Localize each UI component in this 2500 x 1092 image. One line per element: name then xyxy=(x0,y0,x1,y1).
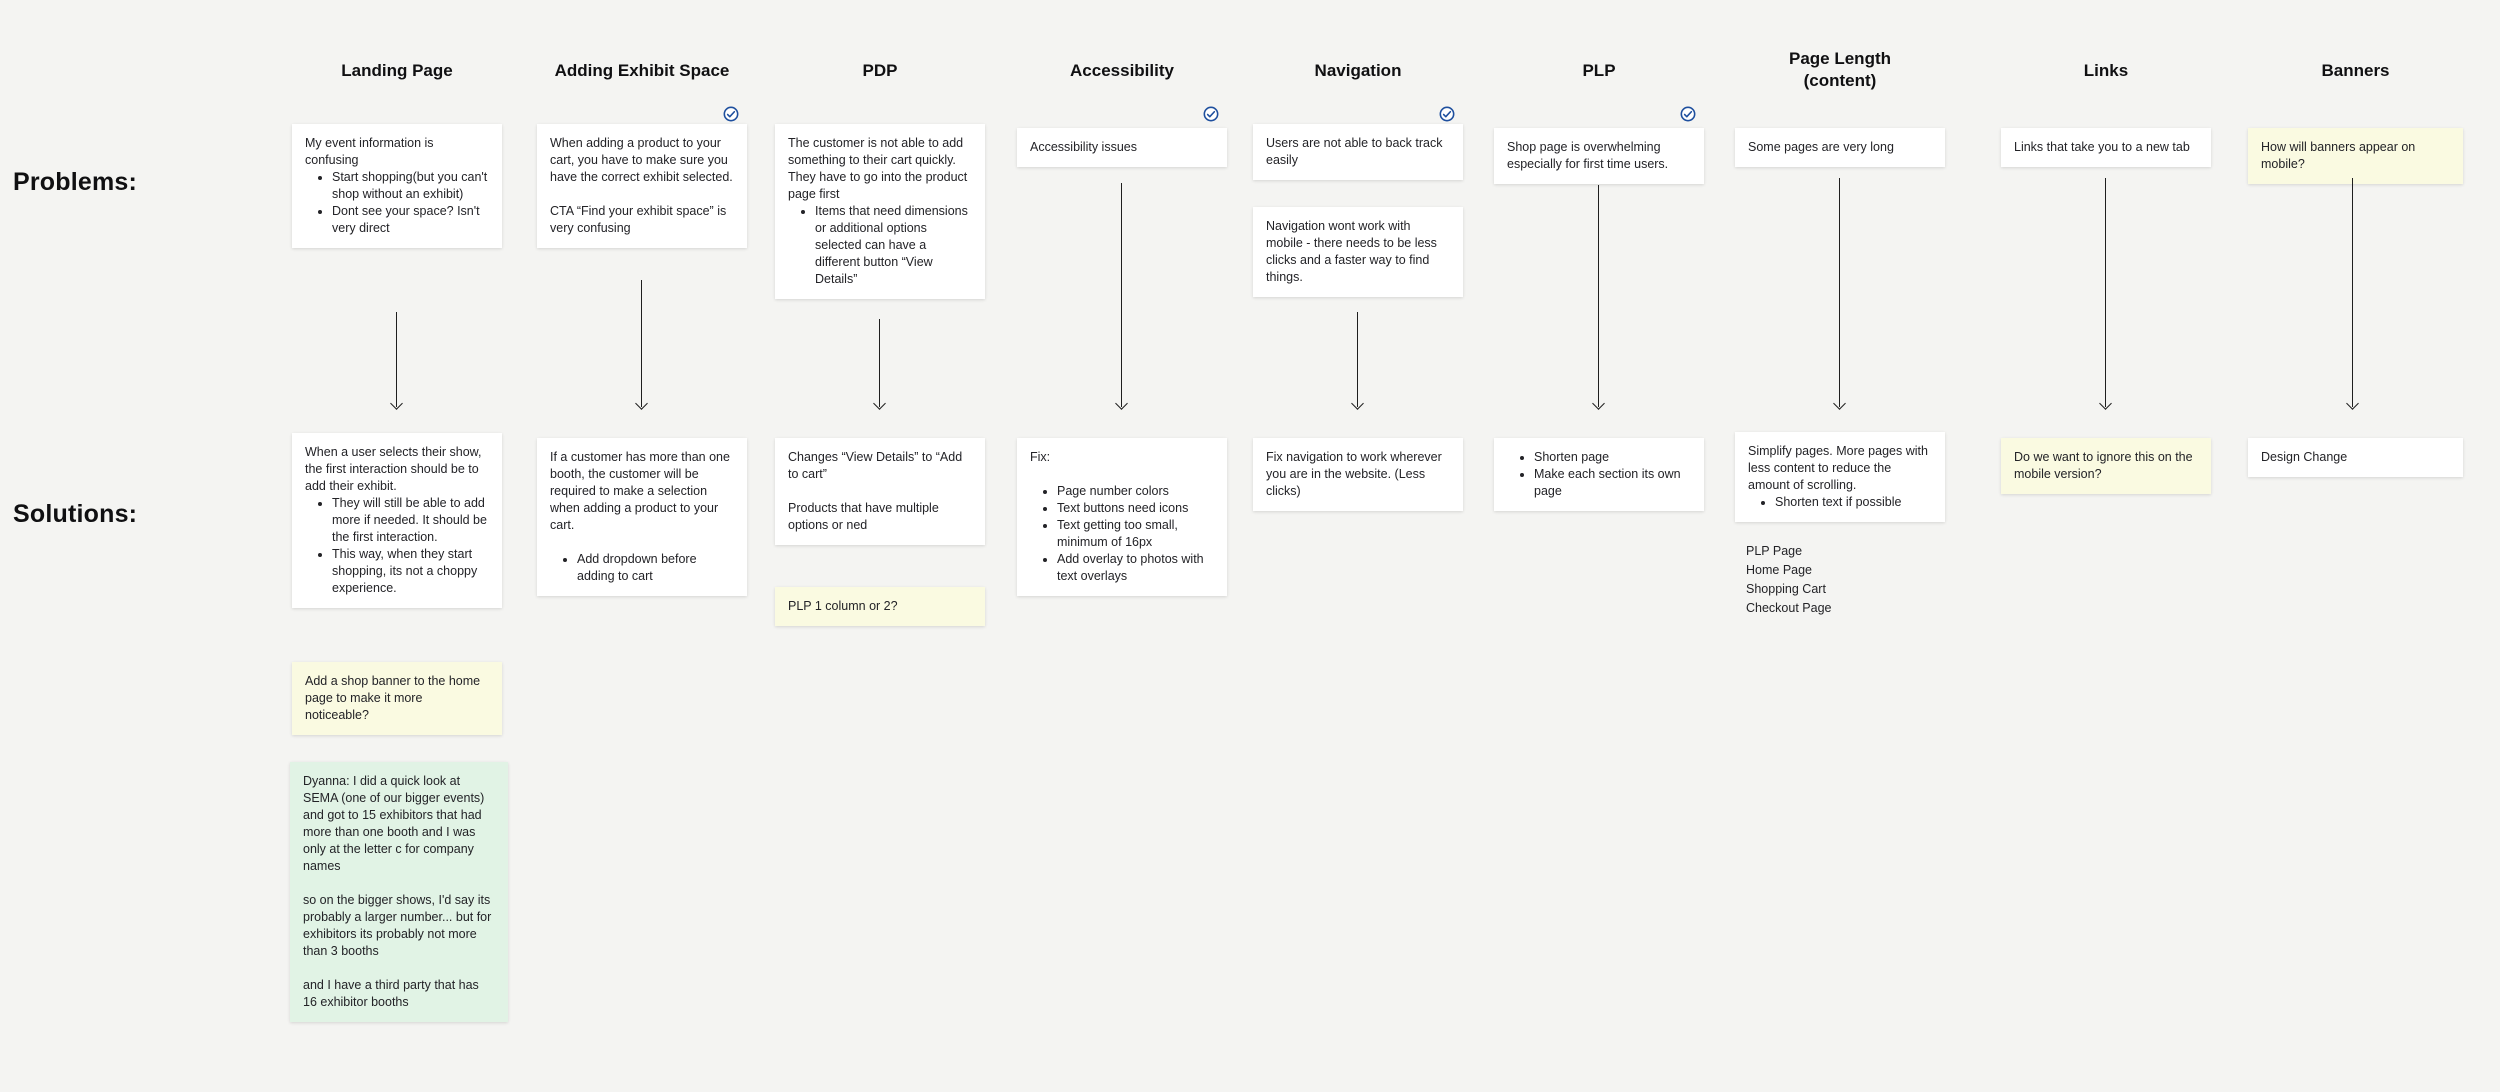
sticky-note-pdp-question[interactable]: PLP 1 column or 2? xyxy=(775,587,985,626)
check-circle-icon[interactable] xyxy=(1203,106,1219,122)
column-title-links: Links xyxy=(2083,61,2129,80)
sticky-note-banners-solution[interactable]: Design Change xyxy=(2248,438,2463,477)
column-title-banners: Banners xyxy=(2321,61,2390,80)
note-text: When adding a product to your cart, you … xyxy=(550,136,733,184)
note-text: PLP 1 column or 2? xyxy=(788,599,898,613)
note-text: Changes “View Details” to “Add to cart” xyxy=(788,450,963,481)
note-text: Do we want to ignore this on the mobile … xyxy=(2014,450,2193,481)
note-bullet: Items that need dimensions or additional… xyxy=(815,203,972,288)
note-text: Accessibility issues xyxy=(1030,140,1137,154)
page-list-item: Home Page xyxy=(1746,563,1813,577)
arrow-down[interactable] xyxy=(1598,185,1599,407)
note-text: Some pages are very long xyxy=(1748,140,1894,154)
sticky-note-navigation-solution[interactable]: Fix navigation to work wherever you are … xyxy=(1253,438,1463,511)
note-text: Dyanna: I did a quick look at SEMA (one … xyxy=(303,774,485,873)
note-text: Products that have multiple options or n… xyxy=(788,501,939,532)
note-text: Add a shop banner to the home page to ma… xyxy=(305,674,481,722)
note-bullet: This way, when they start shopping, its … xyxy=(332,546,489,597)
sticky-note-page-length-solution[interactable]: Simplify pages. More pages with less con… xyxy=(1735,432,1945,522)
note-bullet: Text getting too small, minimum of 16px xyxy=(1057,517,1214,551)
sticky-note-landing-problem[interactable]: My event information is confusing Start … xyxy=(292,124,502,248)
note-text: CTA “Find your exhibit space” is very co… xyxy=(550,204,727,235)
note-text: If a customer has more than one booth, t… xyxy=(550,450,730,532)
note-bullet: Add dropdown before adding to cart xyxy=(577,551,734,585)
column-title-navigation: Navigation xyxy=(1314,61,1402,80)
sticky-note-navigation-problem-2[interactable]: Navigation wont work with mobile - there… xyxy=(1253,207,1463,297)
sticky-note-plp-solution[interactable]: Shorten page Make each section its own p… xyxy=(1494,438,1704,511)
check-circle-icon[interactable] xyxy=(723,106,739,122)
note-bullet: Page number colors xyxy=(1057,483,1214,500)
column-title-adding-exhibit-space: Adding Exhibit Space xyxy=(554,61,730,80)
note-bullets: Add dropdown before adding to cart xyxy=(550,551,734,585)
note-text: Design Change xyxy=(2261,450,2348,464)
note-bullet: Make each section its own page xyxy=(1534,466,1691,500)
arrow-down[interactable] xyxy=(879,319,880,407)
note-text: and I have a third party that has 16 exh… xyxy=(303,978,479,1009)
problems-row-label: Problems: xyxy=(13,168,138,196)
note-text: Simplify pages. More pages with less con… xyxy=(1748,444,1928,492)
sticky-note-accessibility-solution[interactable]: Fix: Page number colors Text buttons nee… xyxy=(1017,438,1227,596)
sticky-note-navigation-problem-1[interactable]: Users are not able to back track easily xyxy=(1253,124,1463,180)
page-list-item: Checkout Page xyxy=(1746,601,1832,615)
arrow-down[interactable] xyxy=(2352,178,2353,407)
sticky-note-links-solution[interactable]: Do we want to ignore this on the mobile … xyxy=(2001,438,2211,494)
note-text: so on the bigger shows, I'd say its prob… xyxy=(303,893,492,958)
note-bullets: Start shopping(but you can't shop withou… xyxy=(305,169,489,237)
arrow-down[interactable] xyxy=(1839,178,1840,407)
note-bullets: Items that need dimensions or additional… xyxy=(788,203,972,288)
sticky-note-landing-solution[interactable]: When a user selects their show, the firs… xyxy=(292,433,502,608)
note-text: How will banners appear on mobile? xyxy=(2261,140,2416,171)
sticky-note-plp-problem[interactable]: Shop page is overwhelming especially for… xyxy=(1494,128,1704,184)
note-text: Fix navigation to work wherever you are … xyxy=(1266,450,1442,498)
arrow-down[interactable] xyxy=(1357,312,1358,407)
arrow-down[interactable] xyxy=(396,312,397,407)
note-bullet: Dont see your space? Isn't very direct xyxy=(332,203,489,237)
page-list-item: Shopping Cart xyxy=(1746,582,1826,596)
arrow-down[interactable] xyxy=(2105,178,2106,407)
column-title-pdp: PDP xyxy=(862,61,898,80)
column-title-landing-page: Landing Page xyxy=(341,61,453,80)
note-bullet: Start shopping(but you can't shop withou… xyxy=(332,169,489,203)
column-title-accessibility: Accessibility xyxy=(1070,61,1174,80)
column-title-plp: PLP xyxy=(1582,61,1616,80)
note-text: When a user selects their show, the firs… xyxy=(305,445,482,493)
note-text: Fix: xyxy=(1030,450,1051,464)
sticky-note-pdp-solution[interactable]: Changes “View Details” to “Add to cart” … xyxy=(775,438,985,545)
sticky-note-landing-comment[interactable]: Dyanna: I did a quick look at SEMA (one … xyxy=(290,762,508,1022)
sticky-note-links-problem[interactable]: Links that take you to a new tab xyxy=(2001,128,2211,167)
page-list: PLP Page Home Page Shopping Cart Checkou… xyxy=(1746,542,1831,618)
note-text: My event information is confusing xyxy=(305,136,434,167)
solutions-row-label: Solutions: xyxy=(13,500,138,528)
sticky-note-banners-problem[interactable]: How will banners appear on mobile? xyxy=(2248,128,2463,184)
column-title-page-length: Page Length (content) xyxy=(1788,49,1891,90)
note-text: Links that take you to a new tab xyxy=(2014,140,2190,154)
arrow-down[interactable] xyxy=(641,280,642,407)
sticky-note-page-length-problem[interactable]: Some pages are very long xyxy=(1735,128,1945,167)
note-bullet: Add overlay to photos with text overlays xyxy=(1057,551,1214,585)
check-circle-icon[interactable] xyxy=(1439,106,1455,122)
sticky-note-pdp-problem[interactable]: The customer is not able to add somethin… xyxy=(775,124,985,299)
check-circle-icon[interactable] xyxy=(1680,106,1696,122)
note-bullets: Shorten page Make each section its own p… xyxy=(1507,449,1691,500)
sticky-note-aes-solution[interactable]: If a customer has more than one booth, t… xyxy=(537,438,747,596)
sticky-note-accessibility-problem[interactable]: Accessibility issues xyxy=(1017,128,1227,167)
note-bullet: Shorten text if possible xyxy=(1775,494,1932,511)
note-bullet: Shorten page xyxy=(1534,449,1691,466)
note-bullets: They will still be able to add more if n… xyxy=(305,495,489,597)
arrow-down[interactable] xyxy=(1121,183,1122,407)
note-text: Navigation wont work with mobile - there… xyxy=(1266,219,1437,284)
note-text: Shop page is overwhelming especially for… xyxy=(1507,140,1669,171)
sticky-note-aes-problem[interactable]: When adding a product to your cart, you … xyxy=(537,124,747,248)
note-bullets: Shorten text if possible xyxy=(1748,494,1932,511)
note-text: Users are not able to back track easily xyxy=(1266,136,1443,167)
note-bullets: Page number colors Text buttons need ico… xyxy=(1030,483,1214,585)
note-bullet: Text buttons need icons xyxy=(1057,500,1214,517)
sticky-note-landing-idea[interactable]: Add a shop banner to the home page to ma… xyxy=(292,662,502,735)
note-bullet: They will still be able to add more if n… xyxy=(332,495,489,546)
note-text: The customer is not able to add somethin… xyxy=(788,136,968,201)
page-list-item: PLP Page xyxy=(1746,544,1803,558)
